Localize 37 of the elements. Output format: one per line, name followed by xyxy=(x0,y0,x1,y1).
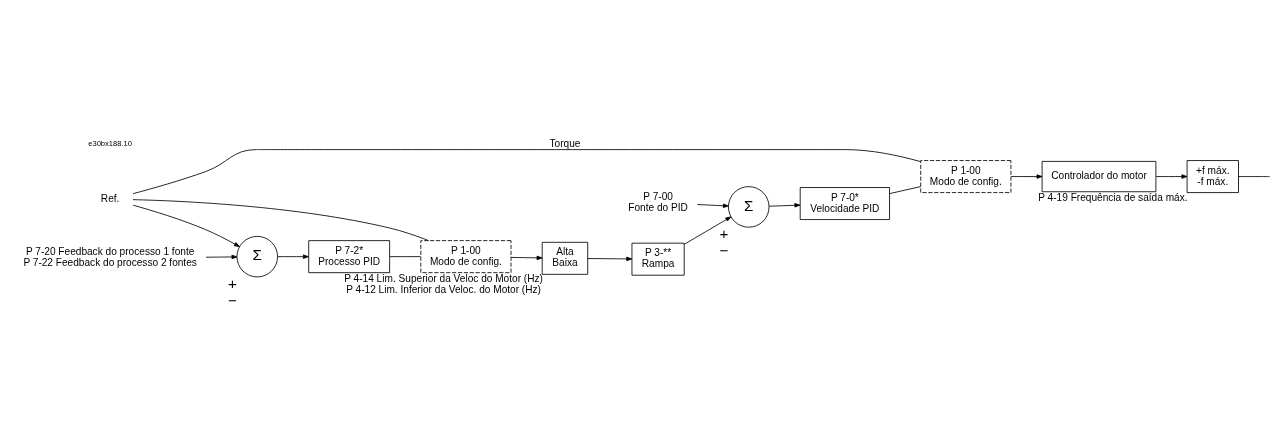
node-box: Alta Baixa xyxy=(541,241,589,275)
node-text: Ref. xyxy=(100,192,120,204)
edge-label: Torque xyxy=(549,137,581,149)
connector xyxy=(1238,175,1271,177)
connector xyxy=(132,148,921,194)
arrow xyxy=(510,255,543,260)
node-label: P 4-12 Lim. Inferior da Veloc. do Motor (Hz) xyxy=(346,283,541,295)
node-box: P 7-2* Processo PID xyxy=(308,239,391,273)
node-box: P 1-00 Modo de config. xyxy=(420,239,512,273)
node-box: P 3-** Rampa xyxy=(631,242,685,276)
node-text: P 7-00 Fonte do PID xyxy=(628,190,688,213)
node-label: P 4-19 Frequência de saída máx. xyxy=(1038,191,1188,203)
arrow xyxy=(587,256,633,261)
arrow xyxy=(205,254,238,259)
label: e30bx188.10 xyxy=(88,138,133,148)
node-box: +f máx. -f máx. xyxy=(1186,159,1239,193)
connector xyxy=(389,255,421,257)
node-box: P 1-00 Modo de config. xyxy=(920,159,1012,193)
node-label: − xyxy=(227,291,237,309)
node-circle: Σ xyxy=(728,185,770,228)
connector xyxy=(132,198,429,241)
arrow xyxy=(277,253,309,259)
arrow xyxy=(1155,173,1188,179)
node-box: Controlador do motor xyxy=(1041,160,1157,192)
arrow xyxy=(768,202,801,207)
connector xyxy=(889,185,922,194)
arrow xyxy=(132,204,240,247)
node-text: P 7-20 Feedback do processo 1 fonte P 7-22 Feedback do processo 2 fontes xyxy=(23,245,197,268)
node-label: − xyxy=(719,241,729,259)
node-box: P 7-0* Velocidade PID xyxy=(799,186,890,220)
arrow xyxy=(684,216,732,245)
arrow xyxy=(1010,173,1043,179)
node-label: + xyxy=(227,274,237,292)
node-label: + xyxy=(719,224,729,242)
node-label: P 4-14 Lim. Superior da Veloc do Motor (Hz) xyxy=(344,272,543,284)
arrow xyxy=(697,203,729,208)
node-circle: Σ xyxy=(236,235,278,277)
